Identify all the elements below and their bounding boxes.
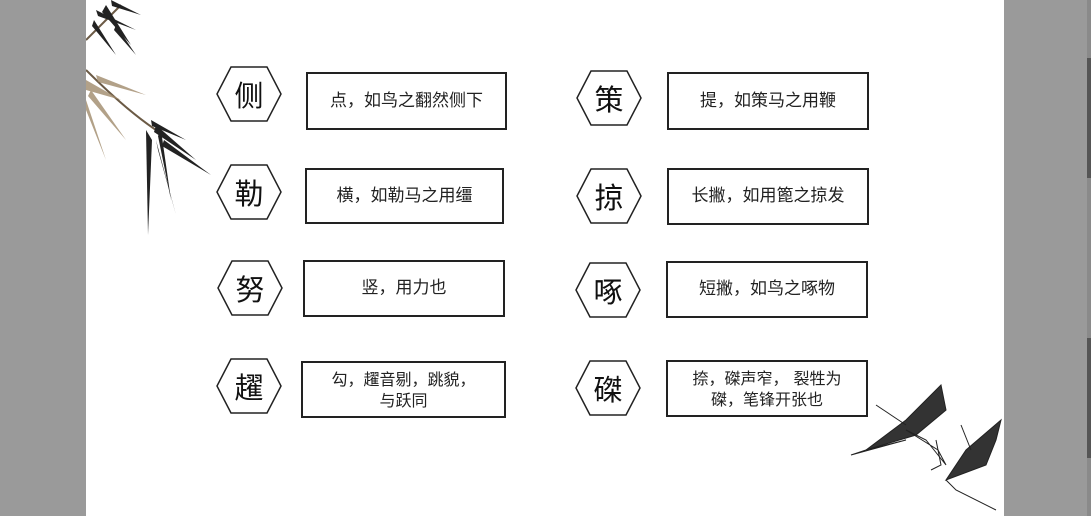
desc-box-7: 勾，趯音剔，跳貌， 与跃同 <box>301 361 506 418</box>
char-label: 勒 <box>234 177 264 211</box>
slide: 侧 点，如鸟之翻然侧下 策 提，如策马之用鞭 勒 横，如勒马之用缰 掠 长撇，如… <box>86 0 1004 516</box>
char-label: 努 <box>235 273 265 307</box>
desc-box-6: 短撇，如鸟之啄物 <box>666 261 868 318</box>
desc-box-1: 点，如鸟之翻然侧下 <box>306 72 507 130</box>
char-label: 啄 <box>593 275 623 309</box>
hex-char-4: 掠 <box>576 168 642 224</box>
desc-box-2: 提，如策马之用鞭 <box>667 72 869 130</box>
desc-box-3: 横，如勒马之用缰 <box>305 168 504 224</box>
hex-char-3: 勒 <box>216 164 282 220</box>
desc-box-4: 长撇，如用篦之掠发 <box>667 168 869 225</box>
hex-char-7: 趯 <box>216 358 282 414</box>
hex-char-6: 啄 <box>575 262 641 318</box>
hex-char-5: 努 <box>217 260 283 316</box>
char-label: 趯 <box>234 371 264 405</box>
scrollbar-mark <box>1087 338 1091 458</box>
hex-char-2: 策 <box>576 70 642 126</box>
cranes-decoration <box>850 383 1002 511</box>
bamboo-decoration <box>86 0 211 235</box>
hex-char-8: 磔 <box>575 360 641 416</box>
char-label: 侧 <box>234 79 264 113</box>
desc-box-8: 捺，磔声窄， 裂牲为 磔，笔锋开张也 <box>666 360 868 417</box>
hex-char-1: 侧 <box>216 66 282 122</box>
scrollbar-mark <box>1087 58 1091 178</box>
char-label: 磔 <box>593 373 623 407</box>
desc-box-5: 竖，用力也 <box>303 260 505 317</box>
char-label: 策 <box>594 83 624 117</box>
scrollbar[interactable] <box>1087 0 1091 516</box>
char-label: 掠 <box>594 181 624 215</box>
